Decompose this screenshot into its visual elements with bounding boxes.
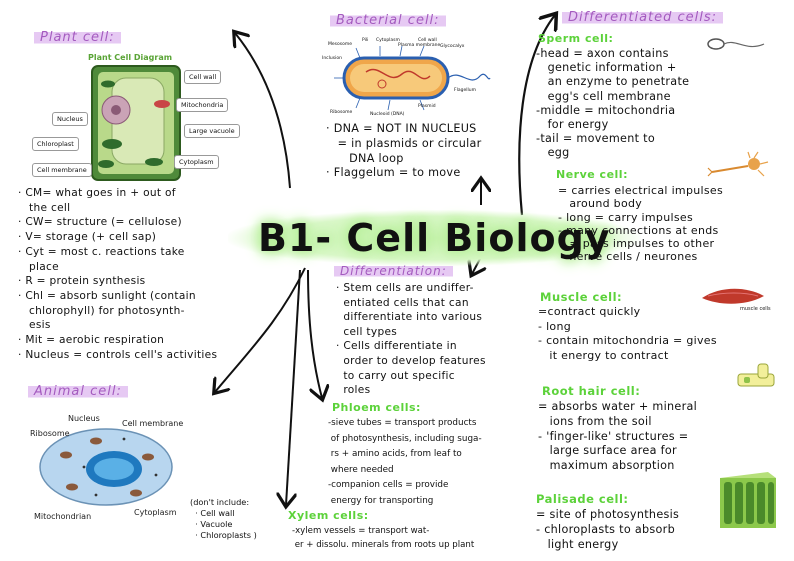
differentiated-heading: Differentiated cells: [562,10,724,25]
muscle-label: muscle cells [740,306,771,312]
palisade-icon [720,472,776,528]
bacterial-label-ribosome: Ribosome [330,110,353,115]
palisade-notes: = site of photosynthesis - chloroplasts … [536,508,680,551]
plant-cell-diagram [91,65,181,181]
plant-cell-heading: Plant cell: [34,30,121,45]
animal-cell-heading: Animal cell: [28,384,128,399]
phloem-notes: -sieve tubes = transport products of pho… [328,418,482,506]
bacterial-label-cell-wall: Cell wall [418,38,437,43]
sperm-icon [707,38,765,50]
bacterial-label-plasma-membrane: Plasma membrane [398,43,441,48]
bacterial-label-plasmid: Plasmid [418,104,436,109]
animal-cell-note: (don't include: · Cell wall · Vacuole · … [190,497,257,540]
bacterial-cell-heading: Bacterial cell: [330,13,446,28]
xylem-notes: -xylem vessels = transport wat- er + dis… [292,526,475,550]
animal-cell-diagram [39,428,173,506]
animal-label-ribosome: Ribosome [30,429,70,438]
bacterial-label-pili: Pili [362,38,369,43]
sperm-heading: Sperm cell: [538,32,614,45]
plant-label-mitochondria: Mitochondria [176,98,229,112]
plant-label-cytoplasm: Cytoplasm [174,155,219,169]
xylem-heading: Xylem cells: [288,509,369,522]
bacterial-cell-diagram [334,45,491,111]
root-hair-heading: Root hair cell: [542,384,641,398]
muscle-icon [702,288,764,304]
palisade-heading: Palisade cell: [536,492,629,506]
arrow-phloem [307,269,322,398]
bacterial-label-flagellum: Flagellum [454,88,476,93]
arrow-differentiated [518,15,555,216]
page-title: B1- Cell Biology [228,210,641,266]
animal-label-mitochondrian: Mitochondrian [34,512,92,521]
plant-label-nucleus: Nucleus [52,112,88,126]
nerve-heading: Nerve cell: [556,168,628,181]
nerve-notes: = carries electrical impulses around bod… [558,184,723,264]
bacterial-label-cytoplasm: Cytoplasm [376,38,400,43]
root-hair-notes: = absorbs water + mineral ions from the … [538,400,698,473]
arrow-animal [215,267,306,392]
plant-diagram-title: Plant Cell Diagram [88,53,173,62]
arrow-xylem [286,269,301,505]
arrow-plant [235,33,291,189]
differentiation-notes: · Stem cells are undiffer- entiated cell… [336,282,486,397]
plant-label-large-vacuole: Large vacuole [184,124,240,138]
plant-label-cell-membrane: Cell membrane [32,163,92,177]
animal-label-cytoplasm: Cytoplasm [134,508,177,517]
differentiation-heading: Differentiation: [334,264,453,278]
animal-label-nucleus: Nucleus [68,414,100,423]
animal-label-cell-membrane: Cell membrane [122,419,184,428]
nerve-icon [707,151,769,177]
plant-label-chloroplast: Chloroplast [32,137,79,151]
root-hair-icon [737,363,775,387]
bacterial-label-inclusion: Inclusion [322,56,342,61]
bacterial-label-nucleoid: Nucleoid (DNA) [370,112,405,117]
muscle-notes: =contract quickly - long - contain mitoc… [538,305,717,362]
muscle-heading: Muscle cell: [540,290,623,304]
bacterial-label-glycocalyx: Glycocalyx [440,44,465,49]
bacterial-label-mesosome: Mesosome [328,42,352,47]
sperm-notes: -head = axon contains genetic informatio… [536,47,690,160]
phloem-heading: Phloem cells: [332,401,421,414]
plant-label-cell-wall: Cell wall [184,70,222,84]
plant-cell-notes: · CM= what goes in + out of the cell · C… [18,187,218,361]
bacterial-cell-notes: · DNA = NOT IN NUCLEUS = in plasmids or … [326,122,482,180]
